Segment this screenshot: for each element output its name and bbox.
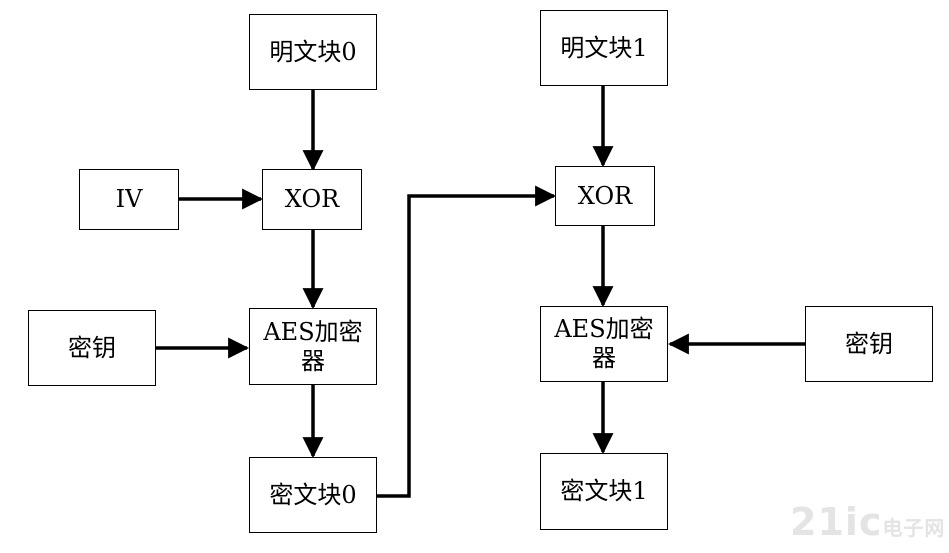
ciphertext-block-0: 密文块0	[249, 457, 377, 533]
iv-label: IV	[115, 185, 143, 214]
key-1-label: 密钥	[845, 329, 893, 358]
site-watermark: 21ic电子网	[790, 500, 945, 544]
xor-0-label: XOR	[284, 185, 340, 214]
ciphertext-block-1-label: 密文块1	[560, 477, 648, 506]
xor-1-label: XOR	[577, 181, 633, 210]
plaintext-block-1-label: 明文块1	[560, 33, 648, 62]
plaintext-block-0: 明文块0	[249, 14, 377, 90]
iv-box: IV	[79, 169, 179, 230]
xor-box-0: XOR	[262, 169, 362, 230]
aes-encryptor-0-label-line1: AES加密	[263, 317, 363, 346]
aes-encryptor-1: AES加密 器	[540, 306, 668, 382]
watermark-suffix: 电子网	[882, 516, 946, 540]
watermark-text: 21ic	[790, 500, 883, 544]
key-box-0: 密钥	[28, 310, 156, 386]
plaintext-block-1: 明文块1	[540, 10, 668, 86]
ciphertext-block-1: 密文块1	[540, 453, 668, 530]
arrow-ciphertext0-to-xor1	[377, 185, 557, 498]
aes-encryptor-0: AES加密 器	[249, 308, 377, 385]
aes-encryptor-1-label-line1: AES加密	[554, 315, 654, 344]
xor-box-1: XOR	[555, 166, 655, 226]
key-0-label: 密钥	[68, 333, 116, 362]
ciphertext-block-0-label: 密文块0	[269, 480, 357, 509]
key-box-1: 密钥	[805, 306, 933, 382]
aes-encryptor-1-label-line2: 器	[591, 344, 616, 372]
plaintext-block-0-label: 明文块0	[269, 37, 357, 66]
aes-encryptor-0-label-line2: 器	[300, 346, 325, 375]
